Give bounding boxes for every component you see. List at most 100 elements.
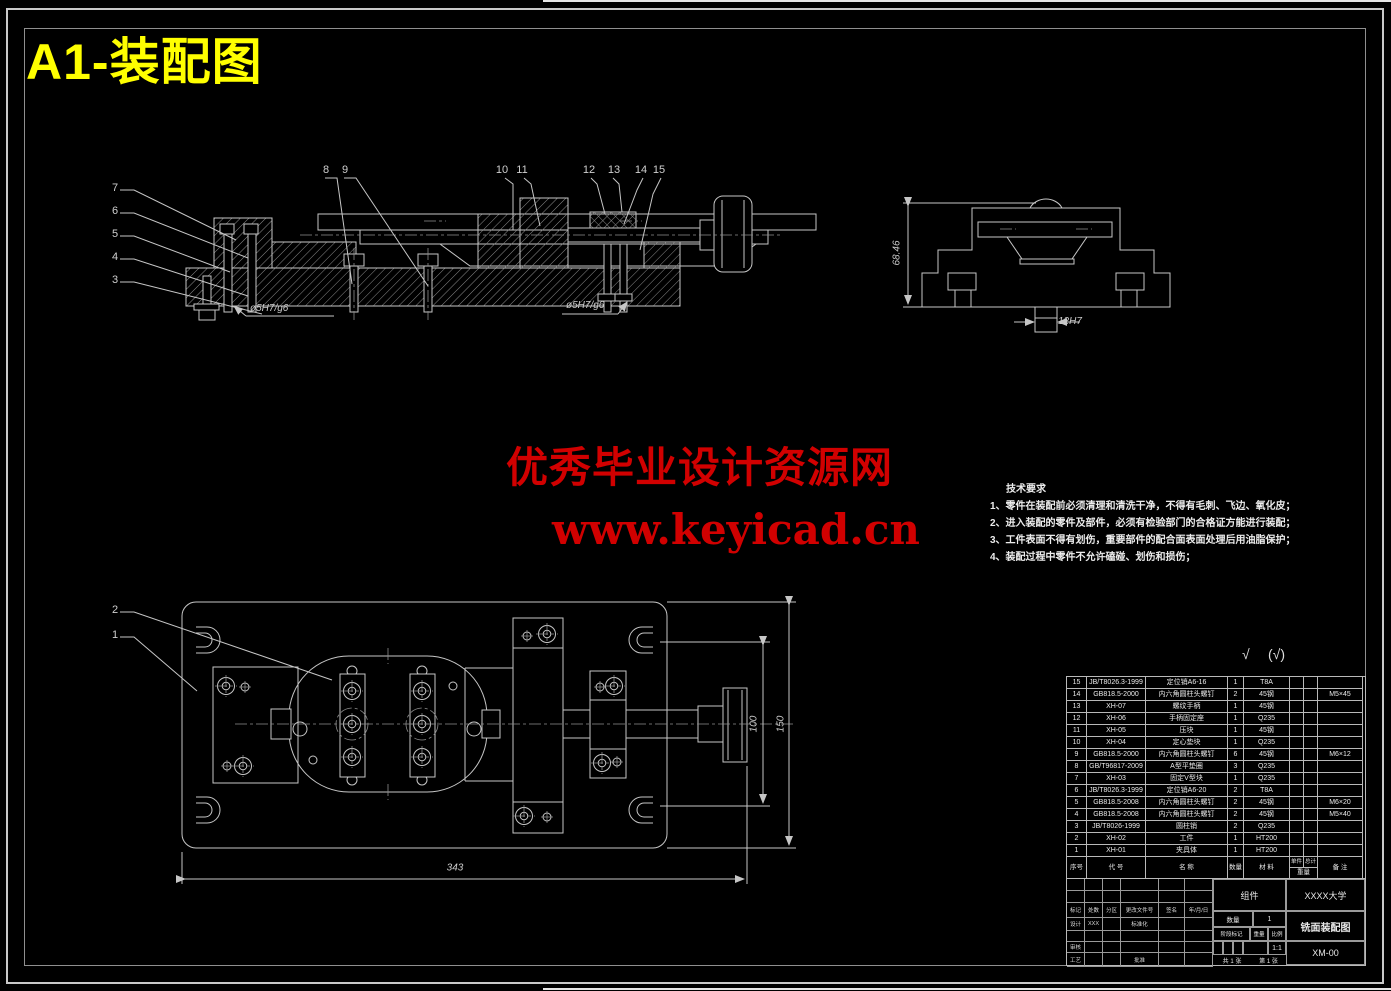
sheet-outer-border: [6, 8, 1384, 984]
table-cell: [1318, 821, 1363, 833]
titleblock-cell: [1103, 942, 1121, 953]
table-cell: GB818.5-2008: [1087, 809, 1146, 821]
table-cell: [1290, 809, 1304, 821]
table-cell: 6: [1228, 749, 1244, 761]
table-cell: 螺纹手柄: [1146, 701, 1228, 713]
table-cell: [1304, 773, 1318, 785]
table-cell: 1: [1228, 833, 1244, 845]
table-cell: T8A: [1244, 677, 1290, 689]
table-cell: XH-07: [1087, 701, 1146, 713]
table-cell: XH-06: [1087, 713, 1146, 725]
table-cell: [1290, 713, 1304, 725]
callout-label: 6: [111, 205, 119, 217]
titleblock-cell: [1067, 879, 1085, 891]
table-cell: M5×45: [1318, 689, 1363, 701]
table-cell: M6×12: [1318, 749, 1363, 761]
table-cell: 13: [1067, 701, 1087, 713]
table-cell: [1290, 749, 1304, 761]
table-cell: T8A: [1244, 785, 1290, 797]
table-cell: 固定V型块: [1146, 773, 1228, 785]
callout-label: 10: [495, 164, 509, 176]
qty-label-cell: 数量: [1213, 911, 1253, 927]
table-cell: [1304, 797, 1318, 809]
titleblock-cell: [1067, 931, 1085, 942]
callout-leader-lines: [120, 177, 662, 692]
table-cell: M5×40: [1318, 809, 1363, 821]
dimension-length: 343: [446, 862, 464, 874]
sheet-number-cell: 第 1 张: [1259, 958, 1278, 965]
callout-label: 5: [111, 228, 119, 240]
titleblock-cell: 工艺: [1067, 953, 1085, 967]
titleblock-cell: 签名: [1159, 903, 1185, 918]
titleblock-cell: [1085, 891, 1103, 903]
table-cell: Q235: [1244, 737, 1290, 749]
titleblock-cell: [1185, 918, 1213, 931]
titleblock-cell: [1103, 879, 1121, 891]
table-cell: 45钢: [1244, 725, 1290, 737]
table-cell: [1318, 725, 1363, 737]
table-cell: XH-05: [1087, 725, 1146, 737]
watermark-text: 优秀毕业设计资源网: [506, 443, 894, 492]
titleblock-cell: [1103, 953, 1121, 967]
table-cell: [1290, 785, 1304, 797]
front-view-drawing: [185, 195, 817, 321]
titleblock-cell: [1085, 879, 1103, 891]
table-cell: Q235: [1244, 713, 1290, 725]
surface-finish-mark: √: [1242, 646, 1250, 662]
table-cell: GB818.5-2008: [1087, 797, 1146, 809]
table-cell: [1318, 833, 1363, 845]
dimension-height: 68.46: [891, 240, 903, 266]
table-cell: A型平垫圈: [1146, 761, 1228, 773]
titleblock-cell: [1159, 918, 1185, 931]
table-cell: [1304, 713, 1318, 725]
weight-label-cell: 重量: [1250, 927, 1268, 941]
table-cell: [1304, 821, 1318, 833]
table-cell: 1: [1228, 773, 1244, 785]
table-cell: 手柄固定座: [1146, 713, 1228, 725]
col-header-material: 材 料: [1244, 857, 1290, 879]
table-cell: 内六角圆柱头螺钉: [1146, 689, 1228, 701]
titleblock-cell: [1067, 891, 1085, 903]
callout-label: 14: [634, 164, 648, 176]
table-cell: 夹具体: [1146, 845, 1228, 857]
titleblock-cell: 审核: [1067, 942, 1085, 953]
table-cell: [1290, 677, 1304, 689]
table-cell: [1304, 833, 1318, 845]
table-cell: 14: [1067, 689, 1087, 701]
table-cell: [1304, 737, 1318, 749]
table-cell: HT200: [1244, 833, 1290, 845]
plan-view-drawing: [176, 596, 796, 884]
col-header-qty: 数量: [1228, 857, 1244, 879]
table-cell: GB/T96817-2009: [1087, 761, 1146, 773]
table-cell: 11: [1067, 725, 1087, 737]
table-cell: XH-01: [1087, 845, 1146, 857]
table-cell: 工件: [1146, 833, 1228, 845]
table-cell: 2: [1228, 797, 1244, 809]
titleblock-cell: [1185, 891, 1213, 903]
table-cell: 1: [1228, 737, 1244, 749]
table-cell: 定心垫块: [1146, 737, 1228, 749]
titleblock-cell: 更改文件号: [1121, 903, 1159, 918]
titleblock-cell: [1085, 953, 1103, 967]
titleblock-cell: 处数: [1085, 903, 1103, 918]
titleblock-cell: [1085, 931, 1103, 942]
titleblock-cell: [1159, 931, 1185, 942]
table-cell: XH-02: [1087, 833, 1146, 845]
scale-value-cell: 1:1: [1268, 941, 1286, 955]
table-cell: JB/T8026.3-1999: [1087, 677, 1146, 689]
table-cell: 压块: [1146, 725, 1228, 737]
table-cell: 2: [1228, 821, 1244, 833]
table-cell: [1290, 701, 1304, 713]
table-cell: 内六角圆柱头螺钉: [1146, 809, 1228, 821]
titleblock-cell: 批准: [1121, 953, 1159, 967]
table-cell: Q235: [1244, 821, 1290, 833]
col-header-remark: 备 注: [1318, 857, 1363, 879]
table-cell: M6×20: [1318, 797, 1363, 809]
titleblock-cell: 设计: [1067, 918, 1085, 931]
titleblock-cell: [1185, 931, 1213, 942]
